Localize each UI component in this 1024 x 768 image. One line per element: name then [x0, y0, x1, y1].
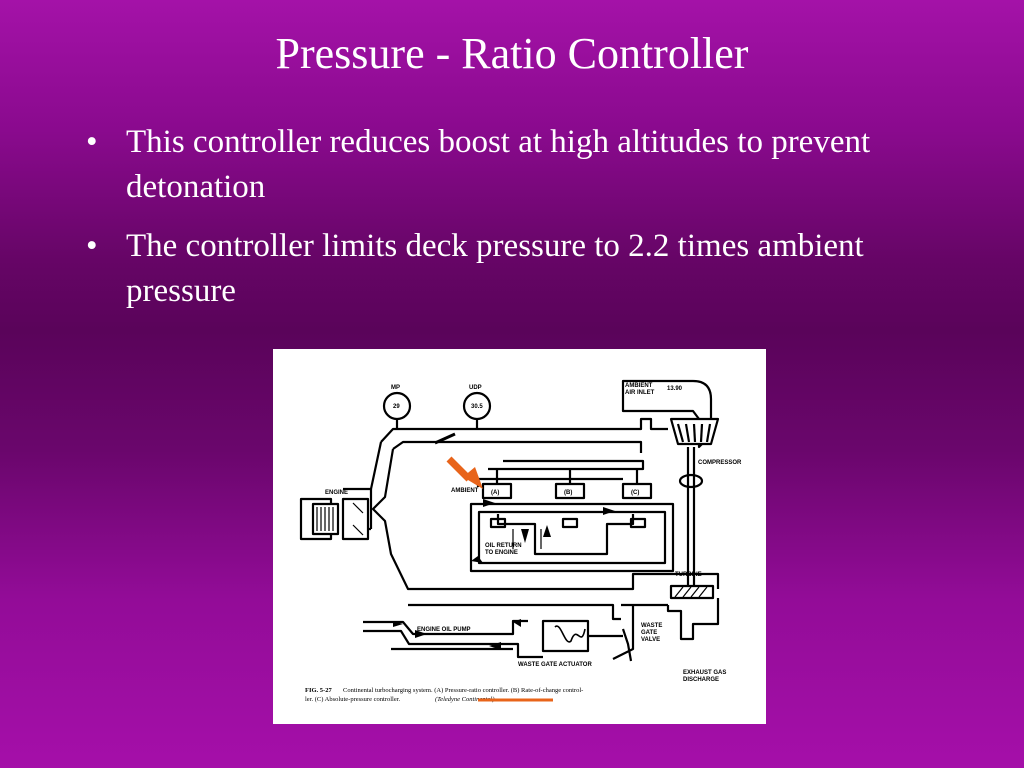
oil-return-label-2: TO ENGINE: [485, 550, 518, 556]
controller-c-label: (C): [631, 490, 639, 496]
caption-line-1: Continental turbocharging system. (A) Pr…: [343, 687, 583, 694]
waste-gate-actuator-icon: [541, 619, 590, 653]
controller-b-label: (B): [564, 490, 572, 496]
slide-title: Pressure - Ratio Controller: [275, 29, 749, 78]
bullet-dot-icon: •: [86, 124, 98, 160]
ambient-air-inlet-label-2: AIR INLET: [625, 390, 655, 396]
udp-gauge-value: 30.5: [471, 404, 483, 410]
bullet-list: • This controller reduces boost at high …: [86, 120, 946, 328]
mp-gauge-label: MP: [391, 385, 400, 391]
oil-return-label: OIL RETURN: [485, 543, 522, 549]
controller-a-label: (A): [491, 490, 499, 496]
turbocharger-diagram-figure: MP 29 UDP 30.5 AMBIENT AIR INLET 13.90 C…: [273, 349, 766, 724]
compressor-label: COMPRESSOR: [698, 460, 742, 466]
caption-line-2: ler. (C) Absolute-pressure controller.: [305, 696, 401, 703]
engine-oil-pump-label: ENGINE OIL PUMP: [417, 627, 471, 633]
ambient-value: 13.90: [667, 386, 683, 392]
turbocharger-diagram: MP 29 UDP 30.5 AMBIENT AIR INLET 13.90 C…: [299, 379, 742, 703]
turbine-icon: [669, 584, 715, 600]
ambient-label: AMBIENT: [451, 488, 479, 494]
bullet-dot-icon: •: [86, 228, 98, 264]
shaft-rotation-icon: [678, 473, 704, 489]
exhaust-gas-label: EXHAUST GAS: [683, 670, 726, 676]
bullet-item: • This controller reduces boost at high …: [86, 120, 946, 210]
caption-figure-number: FIG. 5-27: [305, 687, 332, 694]
ambient-inlet-duct: [621, 379, 713, 449]
bullet-item: • The controller limits deck pressure to…: [86, 224, 946, 314]
waste-gate-valve-label-2: GATE: [641, 630, 657, 636]
engine-label: ENGINE: [325, 490, 348, 496]
bullet-text: This controller reduces boost at high al…: [126, 124, 871, 205]
exhaust-gas-label-2: DISCHARGE: [683, 677, 719, 683]
bullet-text: The controller limits deck pressure to 2…: [126, 228, 864, 309]
diagram-lines: [299, 379, 720, 662]
ambient-air-inlet-label: AMBIENT: [625, 383, 653, 389]
udp-gauge-label: UDP: [469, 385, 482, 391]
caption-source: (Teledyne Continental): [435, 696, 495, 703]
waste-gate-valve-label: WASTE: [641, 623, 662, 629]
flow-arrows: [393, 499, 615, 650]
mp-gauge-value: 29: [393, 404, 400, 410]
turbine-label: TURBINE: [675, 572, 702, 578]
waste-gate-valve-label-3: VALVE: [641, 637, 660, 643]
highlight-arrow-icon: [446, 456, 483, 489]
waste-gate-actuator-label: WASTE GATE ACTUATOR: [518, 662, 592, 668]
